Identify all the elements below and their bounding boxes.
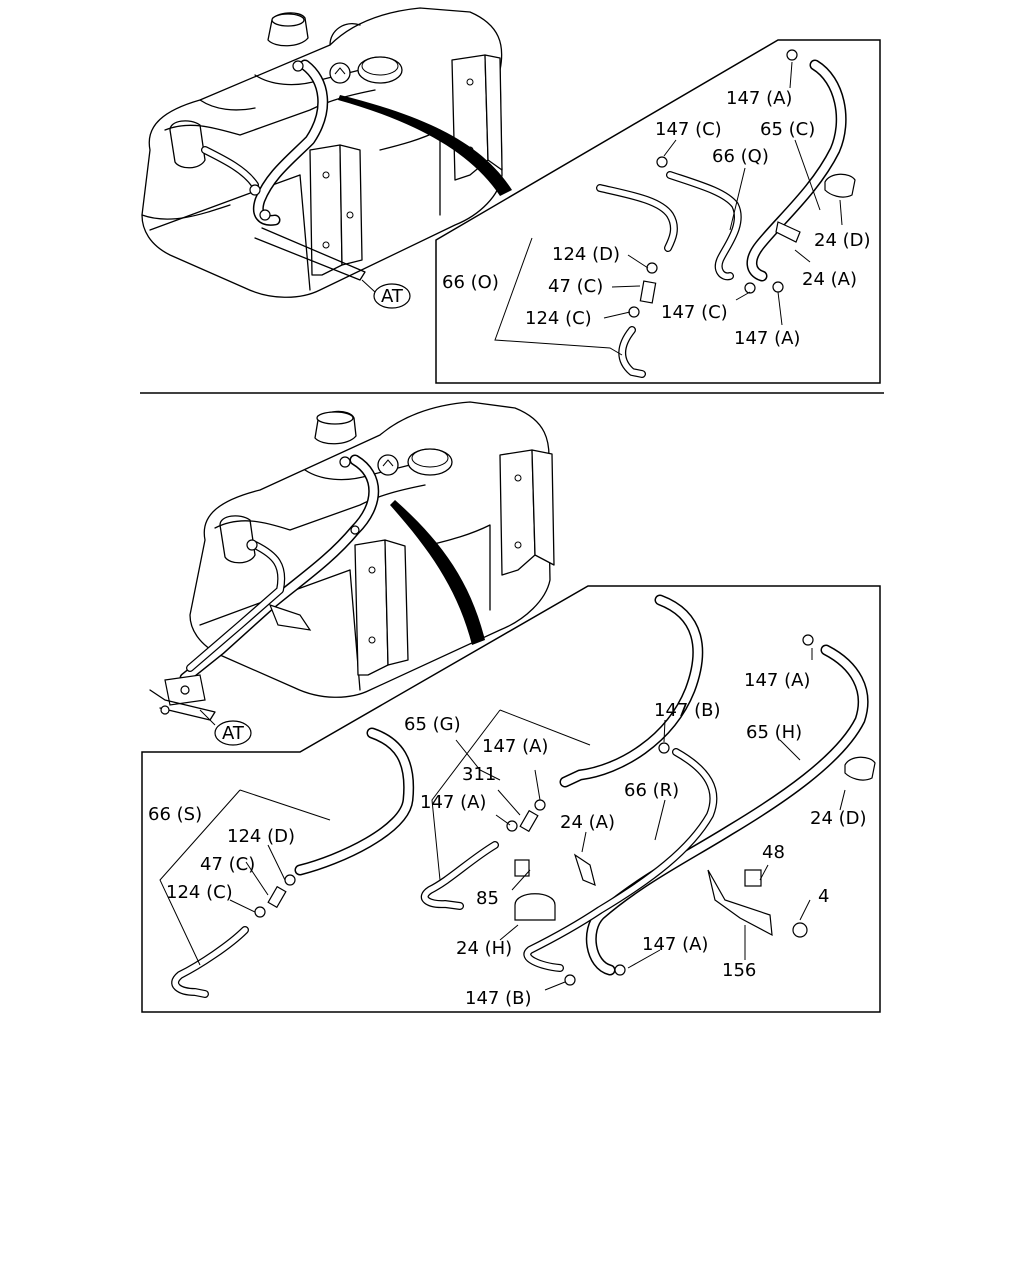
bottom-detail-frame (141, 585, 881, 1013)
label-85: 85 (476, 888, 499, 909)
label-147b-bottom-1: 147 (B) (654, 700, 720, 721)
top-detail-arrow (338, 95, 512, 196)
label-48: 48 (762, 842, 785, 863)
label-at-top: AT (381, 286, 404, 307)
label-147a-bottom-2: 147 (A) (482, 736, 548, 757)
label-65c: 65 (C) (760, 119, 815, 140)
bottom-detail-arrow (390, 500, 485, 645)
label-24d-top: 24 (D) (814, 230, 871, 251)
label-147a-bottom-3: 147 (A) (420, 792, 486, 813)
top-fuel-tank (141, 7, 503, 298)
label-66q: 66 (Q) (712, 146, 769, 167)
label-65g: 65 (G) (404, 714, 461, 735)
label-147c-top-1: 147 (C) (655, 119, 722, 140)
label-66o: 66 (O) (442, 272, 499, 293)
label-at-bottom: AT (222, 723, 245, 744)
label-147a-top-1: 147 (A) (726, 88, 792, 109)
label-66s: 66 (S) (148, 804, 202, 825)
label-124c-top: 124 (C) (525, 308, 592, 329)
top-assembly: AT 147 (A) 147 (C) 65 (C) 66 (Q) 24 (D) … (141, 7, 881, 384)
label-47c-top: 47 (C) (548, 276, 603, 297)
label-124d-bottom: 124 (D) (227, 826, 295, 847)
label-156: 156 (722, 960, 756, 981)
label-24d-bottom: 24 (D) (810, 808, 867, 829)
label-147a-top-2: 147 (A) (734, 328, 800, 349)
label-147c-top-2: 147 (C) (661, 302, 728, 323)
bottom-fuel-tank (149, 401, 555, 721)
label-24a-top: 24 (A) (802, 269, 857, 290)
label-66r: 66 (R) (624, 780, 679, 801)
label-24h: 24 (H) (456, 938, 512, 959)
bottom-assembly: AT 147 (A) 147 (B) 65 (H) 65 (G) 147 (A)… (141, 401, 881, 1013)
label-311: 311 (462, 764, 496, 785)
label-24a-bottom: 24 (A) (560, 812, 615, 833)
label-147a-bottom-1: 147 (A) (744, 670, 810, 691)
label-147a-bottom-4: 147 (A) (642, 934, 708, 955)
label-147b-bottom-2: 147 (B) (465, 988, 531, 1009)
label-4: 4 (818, 886, 829, 907)
label-47c-bottom: 47 (C) (200, 854, 255, 875)
label-65h: 65 (H) (746, 722, 802, 743)
label-124c-bottom: 124 (C) (166, 882, 233, 903)
top-detail-frame (435, 39, 881, 384)
label-124d-top: 124 (D) (552, 244, 620, 265)
